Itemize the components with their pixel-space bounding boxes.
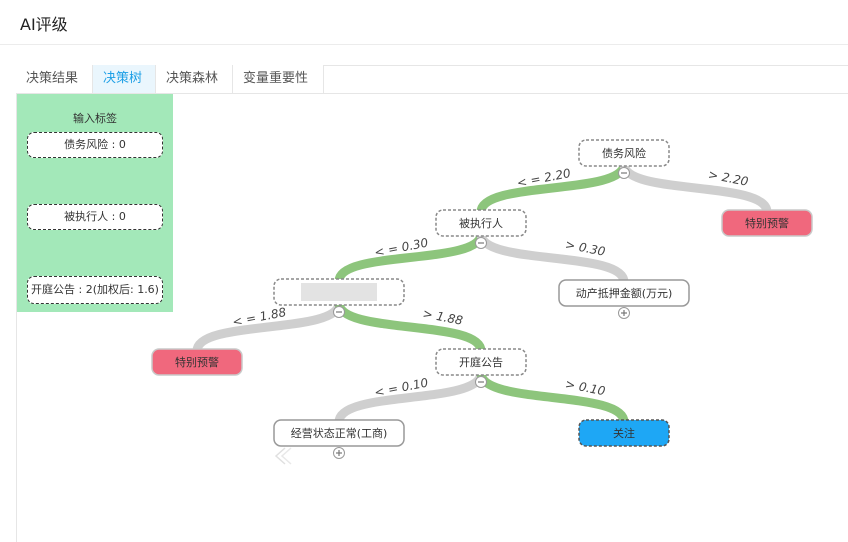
tree-node-label: 特别预警 [745, 216, 789, 230]
tab-decision-tree[interactable]: 决策树 [93, 65, 156, 93]
tree-node-label: 关注 [613, 426, 635, 440]
collapse-icon[interactable] [333, 306, 345, 318]
tree-node-label: 开庭公告 [459, 355, 503, 369]
tree-edge-n_court-n_attn [476, 368, 629, 427]
tree-edge-n_court-n_status [334, 368, 486, 427]
tree-node-n_status[interactable]: 经营状态正常(工商) [273, 419, 405, 459]
tree-node-label: 动产抵押金额(万元) [576, 286, 673, 300]
tree-node-n_blur[interactable] [273, 278, 405, 318]
tree-node-n_exec[interactable]: 被执行人 [435, 209, 527, 249]
tree-node-box [558, 279, 690, 307]
tree-node-n_court[interactable]: 开庭公告 [435, 348, 527, 388]
tab-bar: 决策结果 决策树 决策森林 变量重要性 [16, 65, 848, 94]
tree-edge-n_blur-n_warn2 [192, 298, 344, 356]
chevron-left-icon[interactable] [274, 447, 292, 465]
tree-node-n_warn1[interactable]: 特别预警 [721, 209, 813, 237]
tree-node-box [721, 209, 813, 237]
collapse-icon[interactable] [618, 167, 630, 179]
tab-decision-forest[interactable]: 决策森林 [156, 65, 233, 93]
tree-node-n_collat[interactable]: 动产抵押金额(万元) [558, 279, 690, 319]
tree-node-box [578, 419, 670, 447]
tree-node-label: 被执行人 [459, 216, 503, 230]
tree-edge-n_blur-n_court [334, 298, 486, 356]
tree-edge-root-n_warn1 [619, 159, 772, 217]
tab-decision-result[interactable]: 决策结果 [16, 65, 93, 93]
tree-node-box [578, 139, 670, 167]
tree-edge-n_exec-n_collat [476, 229, 629, 287]
page-title: AI评级 [20, 15, 68, 34]
tree-edge-label: > 0.10 [564, 377, 607, 399]
input-labels-panel: 输入标签 债务风险 : 0 被执行人 : 0 开庭公告 : 2(加权后: 1.6… [17, 94, 173, 312]
expand-icon[interactable] [618, 307, 630, 319]
tree-node-label: 特别预警 [175, 355, 219, 369]
tab-variable-importance[interactable]: 变量重要性 [233, 65, 324, 93]
expand-icon[interactable] [333, 447, 345, 459]
input-labels-title: 输入标签 [73, 112, 117, 125]
tree-edge-root-n_exec [476, 159, 629, 217]
tree-node-label: 债务风险 [602, 146, 646, 160]
collapse-icon[interactable] [475, 237, 487, 249]
input-label-executed-person: 被执行人 : 0 [27, 204, 163, 230]
collapse-icon[interactable] [475, 376, 487, 388]
tree-node-root[interactable]: 债务风险 [578, 139, 670, 179]
input-label-court-notice: 开庭公告 : 2(加权后: 1.6) [27, 276, 163, 304]
tree-nodes: 债务风险被执行人特别预警动产抵押金额(万元)特别预警开庭公告经营状态正常(工商)… [151, 139, 813, 459]
content-panel [16, 65, 848, 542]
tree-node-box [273, 419, 405, 447]
input-label-debt-risk: 债务风险 : 0 [27, 132, 163, 158]
tree-node-label: 经营状态正常(工商) [291, 426, 388, 440]
tree-node-box [151, 348, 243, 376]
blurred-label-mask [301, 283, 377, 301]
tree-node-box [435, 209, 527, 237]
app-header: AI评级 [0, 0, 848, 45]
tree-node-box [435, 348, 527, 376]
tree-node-n_attn[interactable]: 关注 [578, 419, 670, 447]
tree-node-n_warn2[interactable]: 特别预警 [151, 348, 243, 376]
tree-edge-n_exec-n_blur [334, 229, 486, 286]
